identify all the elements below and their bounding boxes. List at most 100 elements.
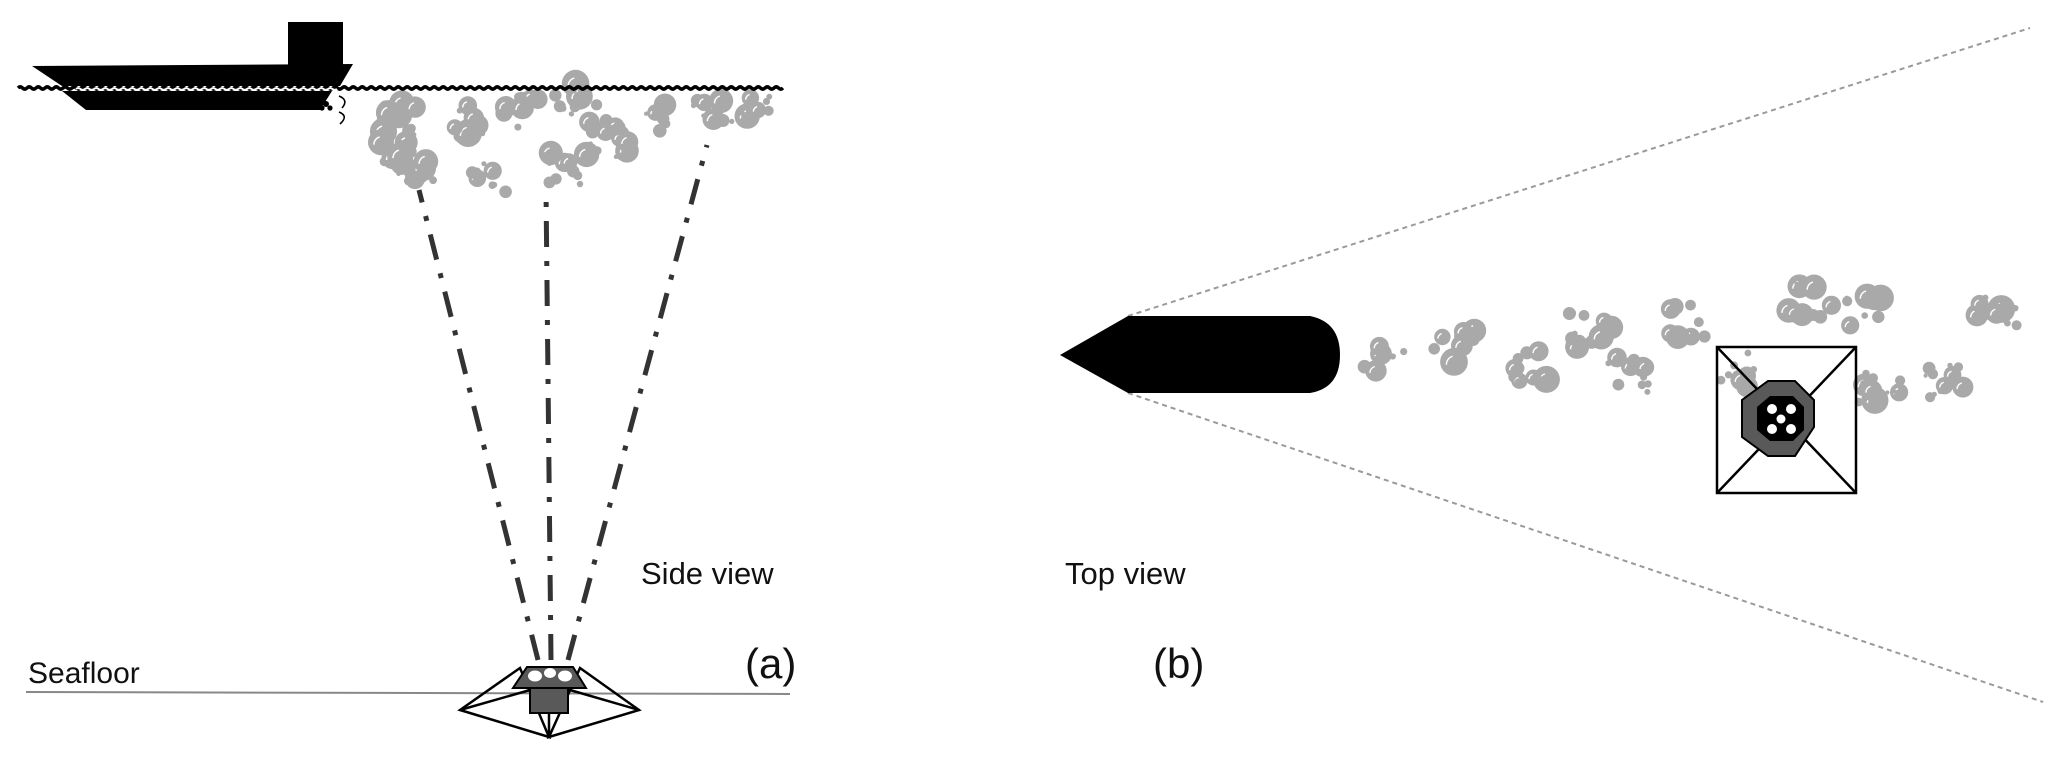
bubble — [1986, 303, 2007, 324]
bubble — [1895, 375, 1906, 386]
bubble-highlight — [1528, 373, 1533, 380]
bubble-highlight — [563, 157, 569, 164]
acoustic-beam-center — [543, 189, 554, 661]
bubble — [617, 131, 639, 153]
bubble-highlight — [706, 113, 713, 122]
bubble-highlight — [745, 93, 750, 100]
bubble-highlight — [408, 102, 415, 110]
bubble-highlight — [1455, 340, 1462, 348]
bubble — [1365, 360, 1387, 382]
bubble-highlight — [571, 90, 579, 100]
bubble — [1890, 383, 1909, 402]
swath-edge-upper — [1127, 27, 2031, 317]
propeller-wash-arrow-icon — [338, 95, 346, 109]
top-view-label: Top view — [1065, 556, 1186, 591]
bubble — [573, 170, 583, 181]
bubble — [1400, 348, 1408, 356]
bubble — [1636, 358, 1655, 377]
bubble-highlight — [578, 148, 586, 158]
bubble — [1660, 299, 1681, 319]
bubble-highlight — [1781, 304, 1788, 313]
bubble — [488, 181, 497, 189]
bubble — [593, 146, 602, 155]
bubble-plume-side — [368, 69, 774, 199]
bubble — [1505, 359, 1524, 378]
seafloor-label: Seafloor — [28, 657, 140, 690]
bubble — [1844, 295, 1849, 300]
bubble — [1693, 317, 1704, 328]
bubble — [2012, 305, 2019, 312]
transducer — [1786, 404, 1796, 414]
bubble — [753, 117, 758, 122]
bubble-highlight — [1664, 329, 1670, 336]
bubble — [387, 142, 414, 169]
bubble-highlight — [1939, 381, 1944, 388]
bubble — [576, 180, 584, 188]
bubble — [596, 122, 615, 141]
lander-frame-top — [1715, 345, 1858, 495]
bubble — [1578, 310, 1590, 321]
seafloor-line — [25, 691, 791, 695]
bubble — [1591, 329, 1596, 334]
bubble — [766, 93, 773, 100]
bubble — [494, 96, 517, 118]
bubble-highlight — [1788, 308, 1795, 315]
bubble — [1937, 388, 1944, 395]
surface-vessel-side-icon — [32, 22, 353, 125]
sonar-lander-side-icon — [457, 666, 642, 739]
bubble — [650, 105, 657, 112]
bubble — [661, 119, 671, 129]
bubble — [1452, 356, 1459, 362]
bubble — [1428, 343, 1440, 355]
bubble — [1528, 341, 1549, 362]
bubble — [1514, 378, 1523, 387]
bubble-highlight — [1859, 290, 1867, 299]
bubble — [461, 107, 467, 113]
bubble — [559, 105, 567, 112]
bubble — [510, 96, 534, 120]
bubble — [1369, 336, 1389, 356]
transducer — [1786, 424, 1796, 434]
bubble-highlight — [1373, 341, 1379, 349]
bubble — [1925, 392, 1936, 403]
bubble — [1595, 312, 1613, 330]
bubble — [1801, 274, 1827, 300]
bubble — [560, 153, 578, 171]
bubble — [465, 166, 479, 179]
bubble — [1952, 376, 1974, 398]
panel-a-label: (a) — [745, 640, 797, 687]
bubble — [1453, 322, 1473, 341]
bubble-highlight — [1457, 327, 1463, 334]
bubble — [387, 123, 394, 131]
bubble — [613, 154, 619, 159]
bubble — [568, 111, 575, 117]
bubble-highlight — [1974, 299, 1979, 306]
bubble-highlight — [752, 106, 758, 112]
bubble — [1644, 388, 1651, 395]
transducer — [1767, 424, 1777, 434]
bubble-highlight — [373, 136, 380, 145]
bubble — [1389, 353, 1396, 360]
bubble — [658, 96, 670, 109]
bubble-highlight — [1532, 346, 1538, 354]
bubble — [542, 151, 549, 158]
transducer — [528, 670, 542, 682]
side-view-label: Side view — [641, 556, 774, 591]
bubble — [429, 176, 437, 185]
panel-b-label: (b) — [1153, 640, 1205, 687]
bubble-highlight — [1946, 370, 1952, 377]
bubble — [695, 93, 713, 112]
bubble — [1525, 369, 1542, 386]
lander-frame-strut — [459, 688, 531, 712]
bubble-highlight — [1792, 280, 1799, 289]
water-surface — [16, 85, 785, 91]
propeller-icon — [319, 101, 333, 111]
bubble-highlight — [1664, 304, 1670, 311]
panel-b-top-view — [1060, 27, 2044, 703]
bubble — [1661, 324, 1680, 343]
bubble-highlight — [1825, 300, 1831, 308]
bubble-highlight — [1508, 363, 1515, 371]
bubble-highlight — [1639, 362, 1645, 370]
acoustic-beams — [416, 144, 710, 661]
